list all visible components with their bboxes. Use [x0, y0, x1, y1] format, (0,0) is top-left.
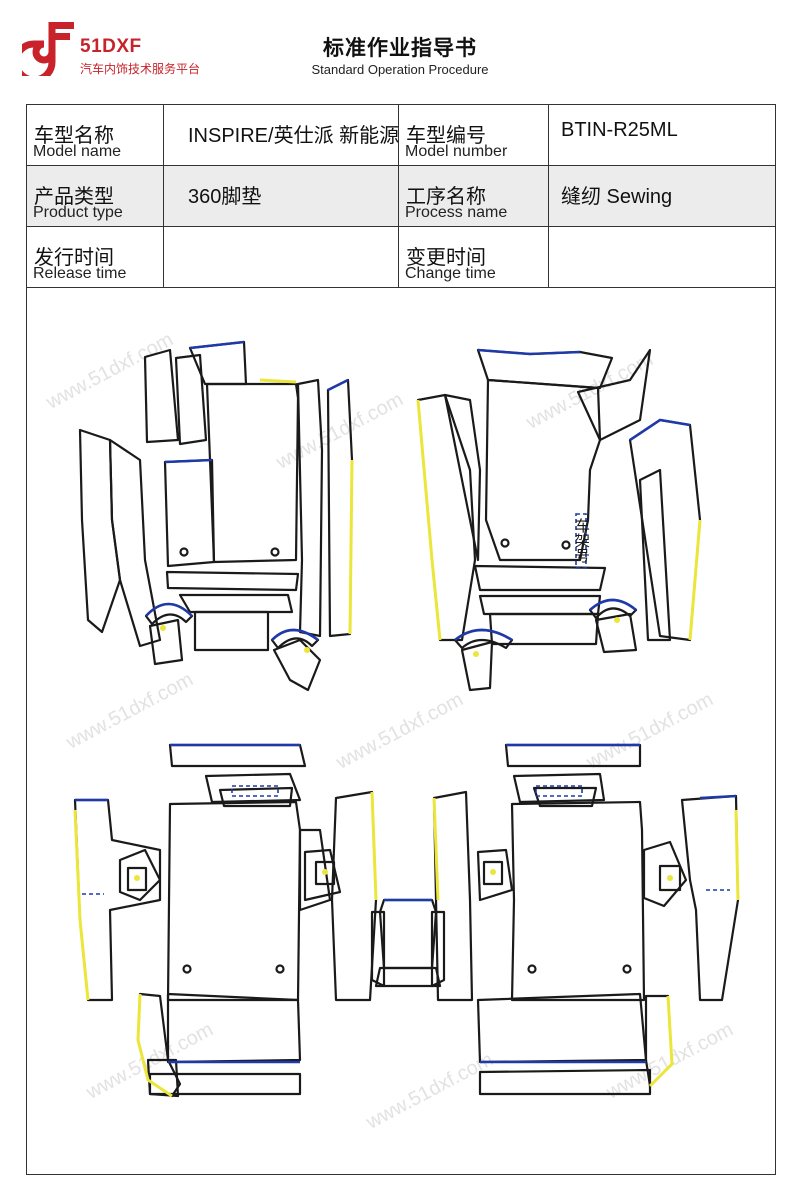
process-name-label: 工序名称 [406, 186, 486, 208]
product-type-value-cell: 360脚垫 [163, 165, 399, 227]
logo-wordmark: 51DXF [80, 36, 142, 57]
model-name-value-cell: INSPIRE/英仕派 新能源 [163, 104, 400, 166]
model-name-label-cell: 车型名称 Model name [26, 104, 164, 166]
model-number-label-cell: 车型编号 Model number [398, 104, 549, 166]
product-type-value: 360脚垫 [188, 186, 262, 208]
info-table: 车型名称 Model name INSPIRE/英仕派 新能源 车型编号 Mod… [26, 104, 776, 288]
page-title: 标准作业指导书 [323, 37, 477, 60]
product-type-label: 产品类型 [34, 186, 114, 208]
process-name-label-cell: 工序名称 Process name [398, 165, 549, 227]
page-subtitle: Standard Operation Procedure [311, 62, 489, 77]
diagram-frame [26, 287, 776, 1175]
change-time-value-cell [548, 226, 776, 288]
logo-tagline: 汽车内饰技术服务平台 [80, 62, 201, 76]
model-name-label: 车型名称 [34, 125, 114, 147]
row-product: 产品类型 Product type 360脚垫 工序名称 Process nam… [26, 165, 776, 227]
change-time-label: 变更时间 [406, 247, 486, 269]
release-time-label-cell: 发行时间 Release time [26, 226, 164, 288]
change-time-label-cell: 变更时间 Change time [398, 226, 549, 288]
model-number-label-en: Model number [405, 143, 508, 160]
model-number-label: 车型编号 [406, 125, 486, 147]
model-name-label-en: Model name [33, 143, 122, 160]
row-time: 发行时间 Release time 变更时间 Change time [26, 226, 776, 288]
model-number-value: BTIN-R25ML [561, 119, 678, 141]
process-name-label-en: Process name [405, 204, 508, 221]
row-model: 车型名称 Model name INSPIRE/英仕派 新能源 车型编号 Mod… [26, 104, 776, 166]
brand-logo: 51DXF 汽车内饰技术服务平台 [22, 18, 232, 78]
dxf-logo-icon [22, 22, 74, 76]
product-type-label-en: Product type [33, 204, 123, 221]
release-time-label-en: Release time [33, 265, 127, 282]
change-time-label-en: Change time [405, 265, 496, 282]
model-number-value-cell: BTIN-R25ML [548, 104, 776, 166]
product-type-label-cell: 产品类型 Product type [26, 165, 164, 227]
model-name-value: INSPIRE/英仕派 新能源 [188, 125, 400, 147]
process-name-value-cell: 缝纫 Sewing [548, 165, 776, 227]
process-name-value: 缝纫 Sewing [561, 186, 673, 208]
release-time-label: 发行时间 [34, 247, 114, 269]
release-time-value-cell [163, 226, 399, 288]
